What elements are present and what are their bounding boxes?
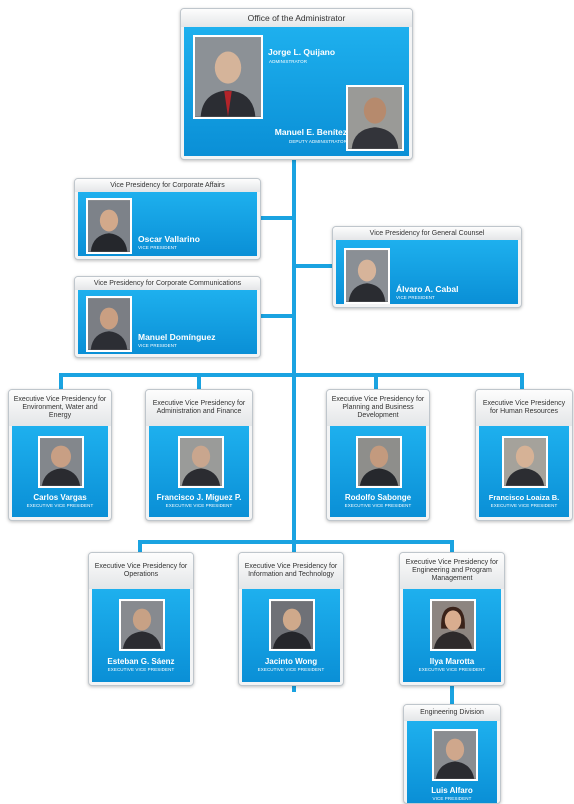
unit-label: Executive Vice Presidency for Human Reso… bbox=[476, 390, 572, 426]
person-name: Jacinto Wong bbox=[264, 657, 318, 666]
person-name: Manuel Domínguez bbox=[138, 332, 216, 342]
person-photo bbox=[344, 248, 390, 304]
vp-general-counsel-card: Vice Presidency for General Counsel Álva… bbox=[332, 226, 522, 308]
deputy-name: Manuel E. Benítez bbox=[274, 127, 347, 137]
evp-information-technology-card: Executive Vice Presidency for Informatio… bbox=[238, 552, 344, 686]
person-portrait-icon bbox=[195, 37, 261, 117]
evp-engineering-program-card: Executive Vice Presidency for Engineerin… bbox=[399, 552, 505, 686]
evp-human-resources-card: Executive Vice Presidency for Human Reso… bbox=[475, 389, 573, 521]
person-name: Francisco J. Míguez P. bbox=[156, 493, 242, 502]
person-photo bbox=[178, 436, 224, 488]
connector-vp-communications bbox=[260, 314, 294, 318]
person-portrait-icon bbox=[88, 200, 130, 252]
connector-row2-drop-1 bbox=[138, 540, 142, 552]
person-portrait-icon bbox=[88, 298, 130, 350]
person-title: EXECUTIVE VICE PRESIDENT bbox=[490, 503, 558, 508]
administrator-name: Jorge L. Quijano bbox=[268, 47, 336, 57]
person-name: Luis Alfaro bbox=[431, 786, 473, 795]
unit-label: Vice Presidency for Corporate Affairs bbox=[75, 179, 260, 192]
person-title: VICE PRESIDENT bbox=[138, 245, 177, 250]
administrator-photo bbox=[193, 35, 263, 119]
evp-operations-card: Executive Vice Presidency for Operations… bbox=[88, 552, 194, 686]
person-photo bbox=[269, 599, 315, 651]
person-title: VICE PRESIDENT bbox=[432, 796, 472, 801]
person-photo bbox=[430, 599, 476, 651]
person-title: VICE PRESIDENT bbox=[138, 343, 177, 348]
person-name: Carlos Vargas bbox=[33, 493, 87, 502]
person-title: EXECUTIVE VICE PRESIDENT bbox=[257, 667, 325, 672]
unit-label: Executive Vice Presidency for Planning a… bbox=[327, 390, 429, 426]
person-title: EXECUTIVE VICE PRESIDENT bbox=[107, 667, 175, 672]
office-of-administrator-card: Office of the Administrator Jorge L. Qui… bbox=[180, 8, 413, 160]
person-portrait-icon bbox=[180, 438, 222, 486]
person-title: VICE PRESIDENT bbox=[396, 295, 435, 300]
unit-label: Executive Vice Presidency for Engineerin… bbox=[400, 553, 504, 589]
person-name: Álvaro A. Cabal bbox=[396, 284, 459, 294]
person-photo bbox=[119, 599, 165, 651]
deputy-photo bbox=[346, 85, 404, 151]
person-portrait-icon bbox=[348, 87, 402, 149]
connector-row2-drop-3 bbox=[450, 540, 454, 552]
person-portrait-icon bbox=[346, 250, 388, 302]
connector-vp-affairs bbox=[260, 216, 294, 220]
person-portrait-icon bbox=[271, 601, 313, 649]
person-title: EXECUTIVE VICE PRESIDENT bbox=[26, 503, 94, 508]
vp-corporate-affairs-card: Vice Presidency for Corporate Affairs Os… bbox=[74, 178, 261, 260]
connector-row1-drop-1 bbox=[59, 373, 63, 389]
evp-administration-finance-card: Executive Vice Presidency for Administra… bbox=[145, 389, 253, 521]
person-title: EXECUTIVE VICE PRESIDENT bbox=[344, 503, 412, 508]
person-name: Rodolfo Sabonge bbox=[344, 493, 412, 502]
unit-label: Vice Presidency for General Counsel bbox=[333, 227, 521, 240]
unit-label: Executive Vice Presidency for Environmen… bbox=[9, 390, 111, 426]
connector-row2-bar bbox=[138, 540, 454, 544]
connector-row1-drop-2 bbox=[197, 373, 201, 389]
person-photo bbox=[502, 436, 548, 488]
person-portrait-icon bbox=[40, 438, 82, 486]
connector-row1-drop-4 bbox=[520, 373, 524, 389]
person-photo bbox=[38, 436, 84, 488]
engineering-division-card: Engineering Division Luis Alfaro VICE PR… bbox=[403, 704, 501, 804]
office-title: Office of the Administrator bbox=[181, 9, 412, 27]
vp-corporate-communications-card: Vice Presidency for Corporate Communicat… bbox=[74, 276, 261, 358]
connector-trunk bbox=[292, 160, 296, 692]
person-portrait-icon bbox=[504, 438, 546, 486]
unit-label: Vice Presidency for Corporate Communicat… bbox=[75, 277, 260, 290]
person-photo bbox=[356, 436, 402, 488]
person-portrait-icon bbox=[121, 601, 163, 649]
evp-environment-card: Executive Vice Presidency for Environmen… bbox=[8, 389, 112, 521]
evp-planning-business-card: Executive Vice Presidency for Planning a… bbox=[326, 389, 430, 521]
person-photo bbox=[86, 296, 132, 352]
person-name: Francisco Loaiza B. bbox=[488, 493, 560, 502]
connector-row1-bar bbox=[59, 373, 524, 377]
person-portrait-icon bbox=[434, 731, 476, 779]
person-portrait-icon bbox=[358, 438, 400, 486]
person-photo bbox=[432, 729, 478, 781]
unit-label: Engineering Division bbox=[404, 705, 500, 721]
connector-division bbox=[450, 686, 454, 704]
person-title: EXECUTIVE VICE PRESIDENT bbox=[165, 503, 233, 508]
person-name: Oscar Vallarino bbox=[138, 234, 200, 244]
unit-label: Executive Vice Presidency for Informatio… bbox=[239, 553, 343, 589]
unit-label: Executive Vice Presidency for Administra… bbox=[146, 390, 252, 426]
person-name: Ilya Marotta bbox=[429, 657, 475, 666]
person-portrait-icon bbox=[432, 601, 474, 649]
deputy-title: DEPUTY ADMINISTRATOR bbox=[288, 139, 347, 144]
unit-label: Executive Vice Presidency for Operations bbox=[89, 553, 193, 589]
connector-row1-drop-3 bbox=[374, 373, 378, 389]
connector-vp-counsel bbox=[294, 264, 334, 268]
person-title: EXECUTIVE VICE PRESIDENT bbox=[418, 667, 486, 672]
person-photo bbox=[86, 198, 132, 254]
administrator-title: ADMINISTRATOR bbox=[269, 59, 308, 64]
person-name: Esteban G. Sáenz bbox=[107, 657, 175, 666]
